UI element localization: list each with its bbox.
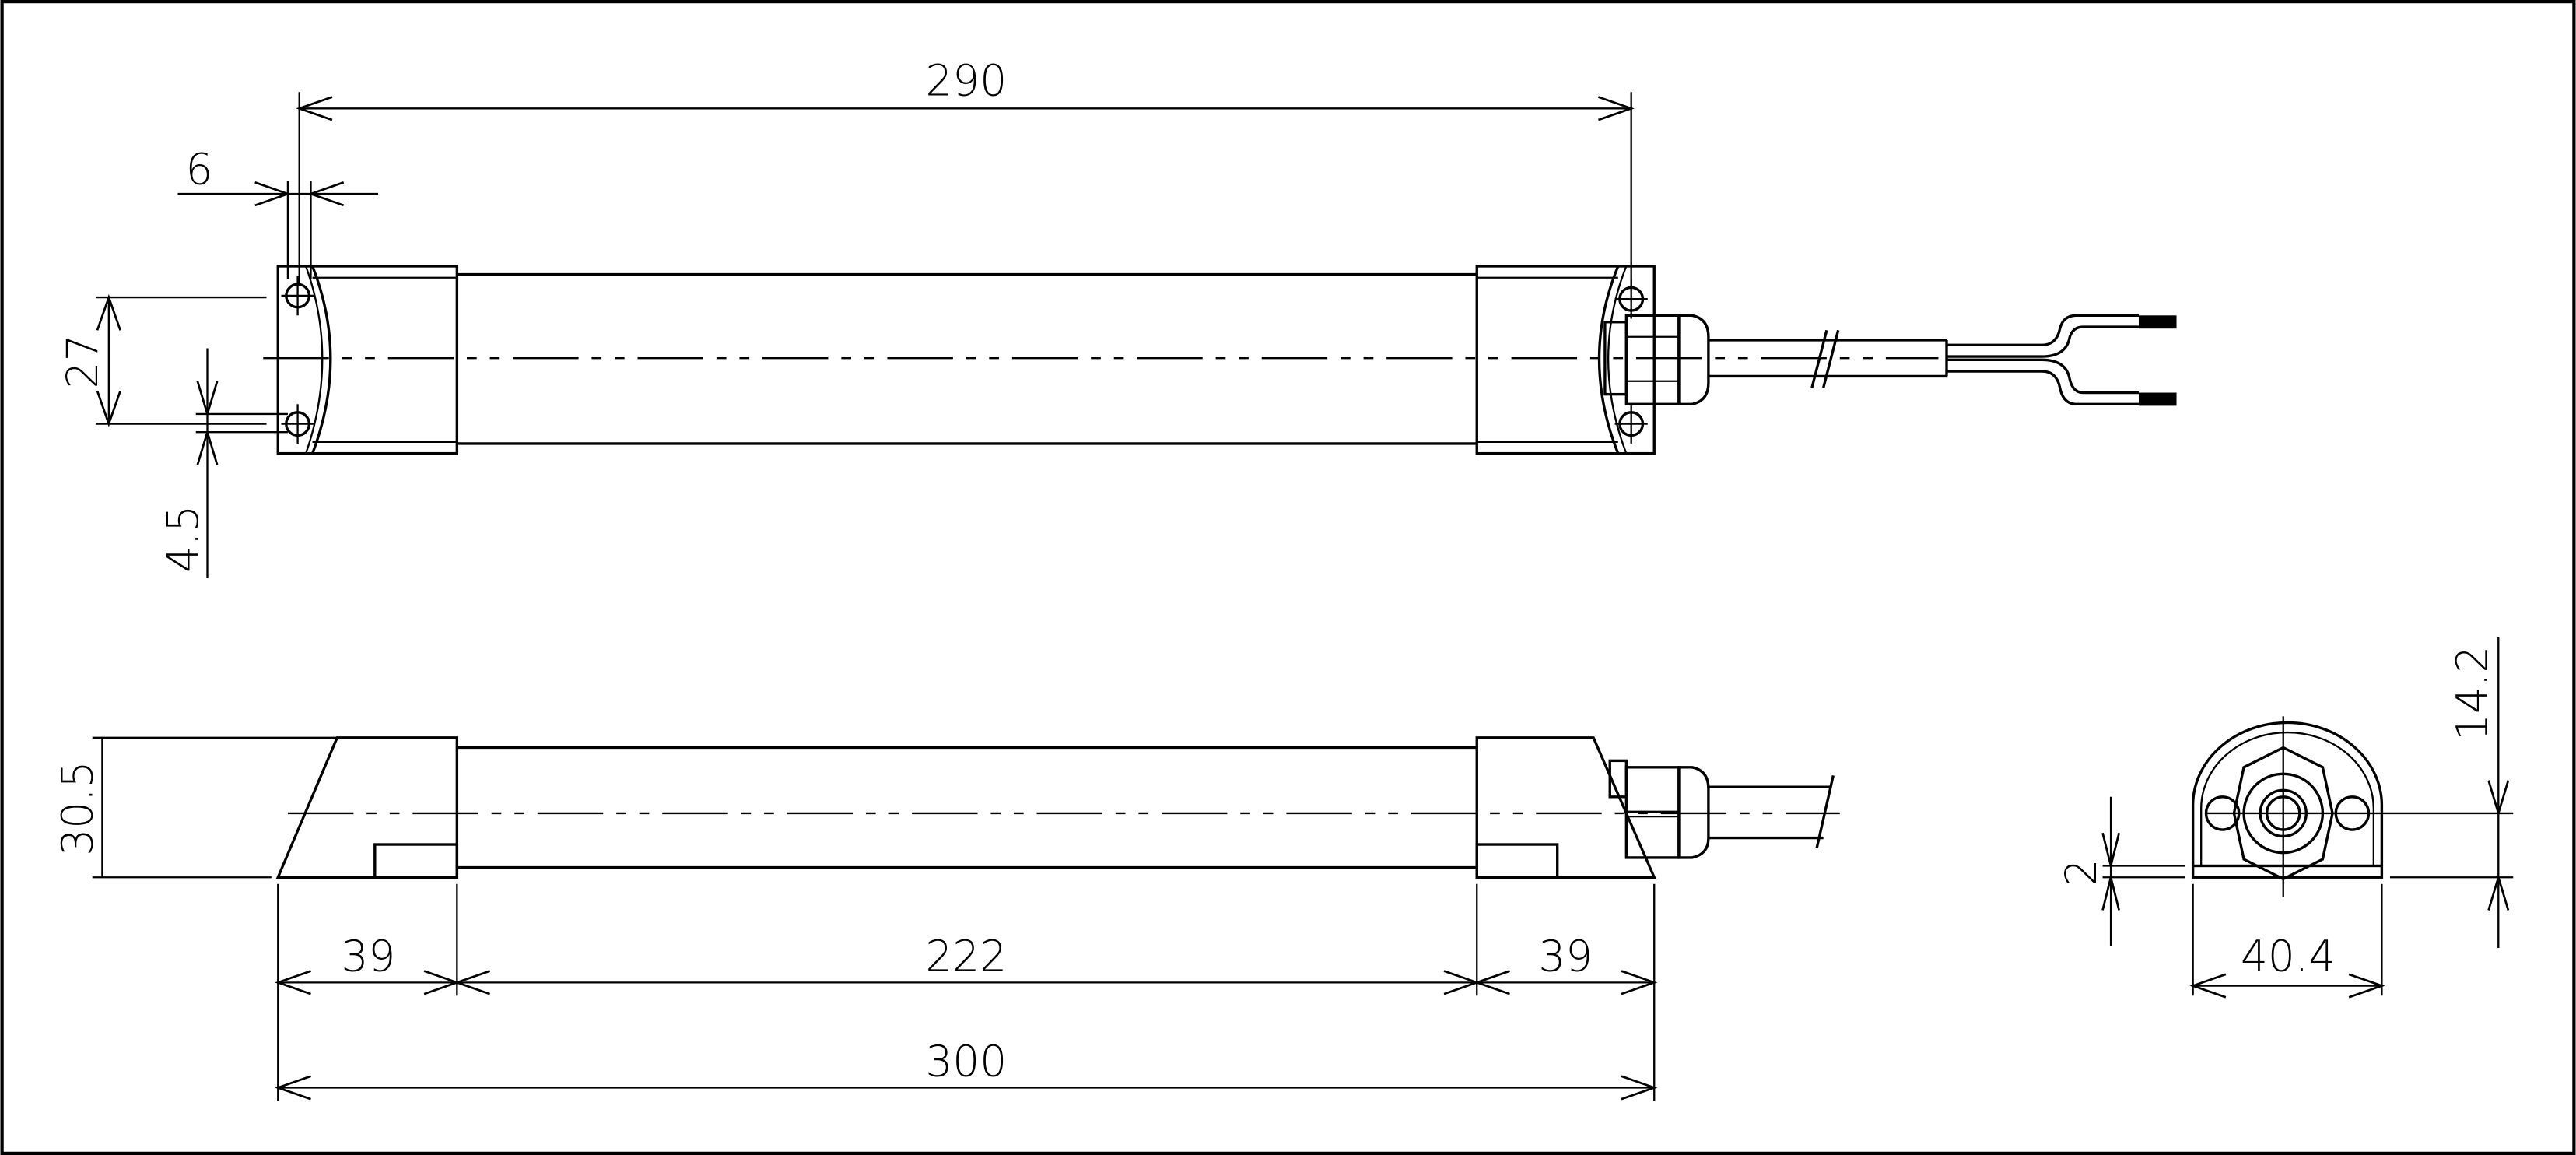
dim-label: 290 [925, 55, 1007, 105]
dim-label: 40.4 [2241, 932, 2336, 981]
dim-label: 222 [925, 932, 1007, 981]
dim-label: 39 [1538, 932, 1593, 981]
dim-label: 30.5 [53, 760, 103, 855]
end-housing [2191, 721, 2384, 866]
cable-gland-side [1624, 766, 1835, 859]
dim-label: 2 [2056, 858, 2106, 886]
dim-label: 6 [185, 144, 212, 194]
end-view: 14.2 2 40.4 [2056, 637, 2514, 999]
dim-label: 14.2 [2447, 646, 2497, 741]
dim-30-5: 30.5 [53, 736, 338, 879]
dim-4-5: 4.5 [158, 348, 288, 579]
dim-2: 2 [2056, 796, 2185, 946]
length-dims: 39 222 39 300 [275, 883, 1658, 1101]
dim-290: 290 [296, 55, 1635, 288]
side-view: 30.5 39 222 39 300 [53, 736, 1840, 1101]
mounting-holes [281, 276, 1648, 444]
wire-tip [2138, 392, 2177, 406]
cable-gland [1603, 314, 1710, 405]
cable [1708, 314, 2177, 406]
dim-label: 4.5 [158, 505, 208, 573]
dim-27: 27 [58, 293, 267, 427]
dim-label: 300 [925, 1037, 1007, 1087]
dim-label: 27 [58, 334, 107, 388]
right-end-cap [1475, 265, 1656, 455]
dim-label: 39 [341, 932, 395, 981]
wire-tip [2138, 315, 2177, 329]
top-view: 290 6 27 4.5 [58, 55, 2177, 579]
left-end-cap [276, 265, 459, 455]
dim-40-4: 40.4 [2189, 883, 2385, 999]
right-end-cap-side [1475, 736, 1656, 879]
dim-14-2: 14.2 [2389, 637, 2514, 949]
dim-6: 6 [177, 144, 379, 279]
